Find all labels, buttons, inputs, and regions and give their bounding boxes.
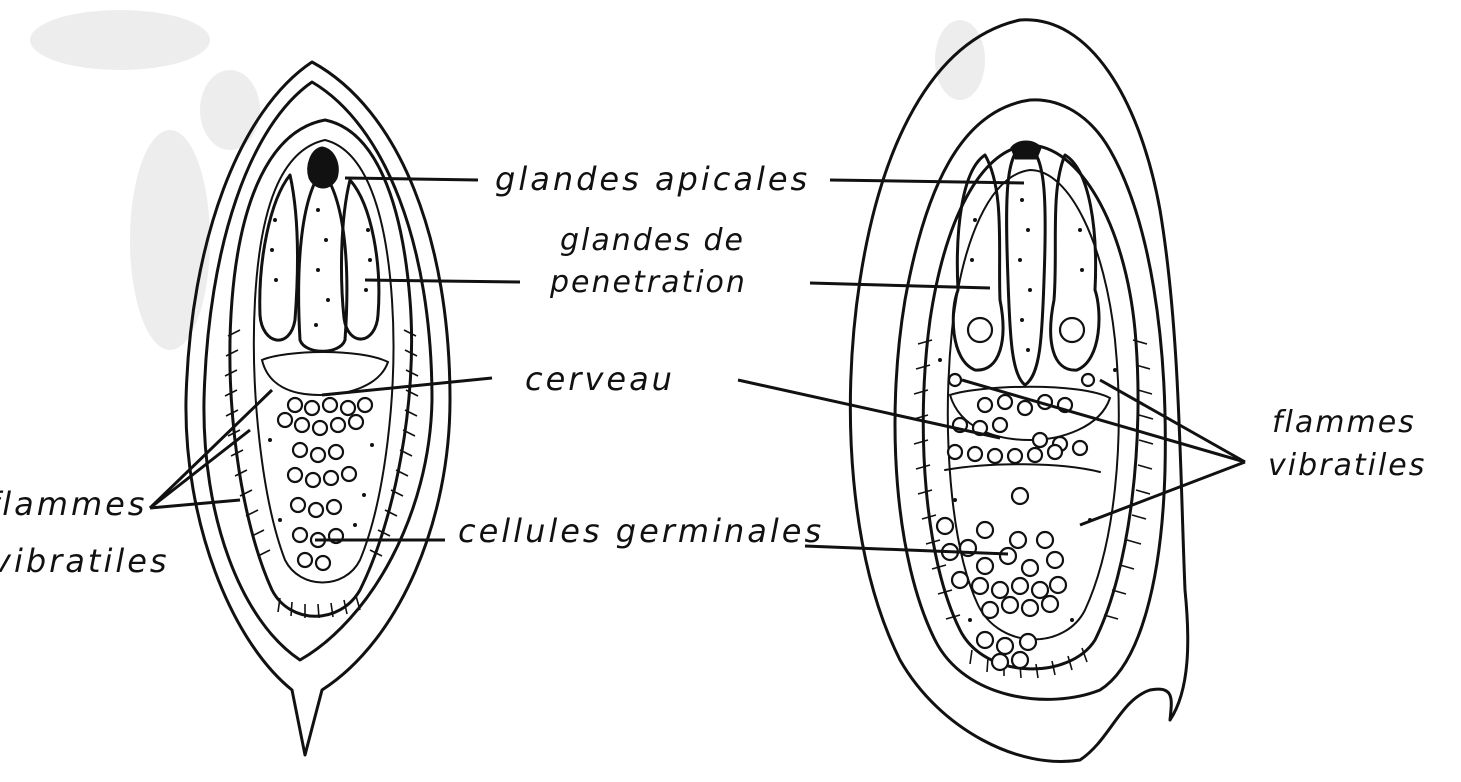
right-apical-gland (1007, 145, 1046, 385)
leader-apicales-left (345, 178, 478, 180)
right-organism (850, 20, 1187, 762)
label-glandes-apicales: glandes apicales (495, 160, 810, 198)
left-organism (186, 62, 450, 755)
leader-cerveau-left (322, 378, 492, 395)
left-penetration-gland-left (260, 175, 298, 340)
right-apical-gland-tip (1012, 142, 1040, 158)
right-gland-nucleus-right (1060, 318, 1084, 342)
left-apical-gland-tip (309, 148, 337, 187)
label-flammes-right-line1: flammes (1272, 405, 1416, 440)
label-flammes-right-line2: vibratiles (1268, 448, 1426, 483)
label-glandes-de-line2: penetration (549, 265, 747, 300)
leader-cerveau-right (738, 380, 1000, 438)
right-gut-outline (945, 464, 1100, 472)
left-apical-gland-body (299, 170, 347, 351)
label-flammes-left-line1: flammes (0, 485, 147, 523)
label-flammes-left-line2: vibratiles (0, 542, 170, 580)
leader-flammes-right-2 (1100, 380, 1245, 462)
label-cerveau: cerveau (525, 360, 675, 398)
label-cellules-germinales: cellules germinales (458, 512, 824, 550)
leader-flammes-left-2 (150, 430, 250, 508)
labels: glandes apicales glandes de penetration … (0, 160, 1426, 580)
left-germinal-cells (278, 398, 372, 570)
leader-penetration-right (810, 283, 990, 288)
label-glandes-de-line1: glandes de (560, 223, 745, 258)
left-brain (262, 352, 388, 395)
right-gland-nucleus-left (968, 318, 992, 342)
leader-penetration-left (365, 280, 520, 282)
right-germinal-cells (937, 488, 1066, 670)
